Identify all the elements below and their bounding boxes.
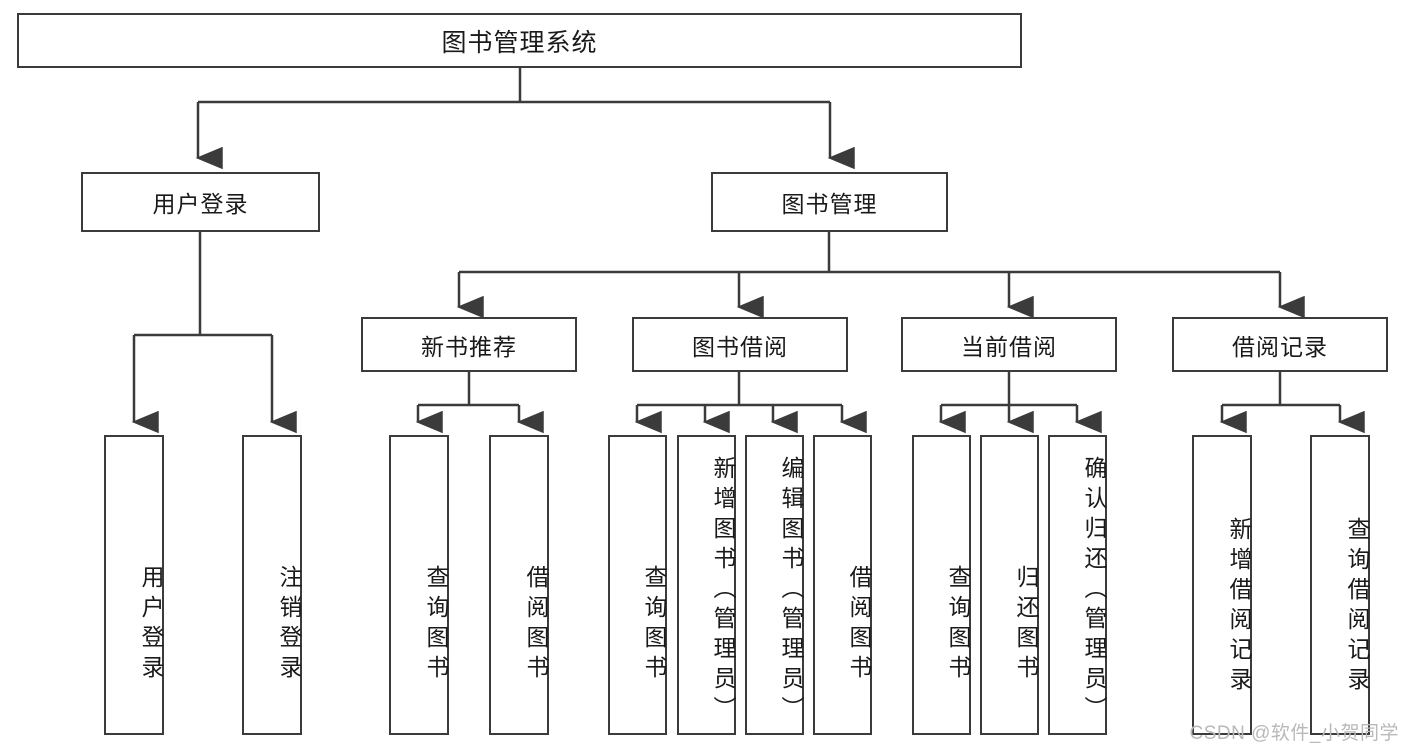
node-current-borrow[interactable]: 当前借阅 — [901, 317, 1117, 372]
node-label: 借阅图书 — [846, 565, 872, 685]
node-label: 新书推荐 — [421, 333, 517, 360]
node-label: 查询图书 — [641, 565, 667, 685]
node-label: 用户登录 — [138, 565, 164, 685]
node-label: 借阅图书 — [523, 565, 549, 685]
leaf-new-book-borrow[interactable]: 借阅图书 — [489, 435, 549, 735]
leaf-user-login-logout[interactable]: 注销登录 — [242, 435, 302, 735]
leaf-borrow-borrow-book[interactable]: 借阅图书 — [813, 435, 872, 735]
node-label: 确认归还（管理员） — [1081, 456, 1107, 726]
node-label: 查询图书 — [423, 565, 449, 685]
node-user-login[interactable]: 用户登录 — [81, 172, 320, 232]
node-label: 编辑图书（管理员） — [778, 456, 804, 726]
leaf-current-confirm-return[interactable]: 确认归还（管理员） — [1048, 435, 1107, 735]
leaf-new-book-query[interactable]: 查询图书 — [389, 435, 449, 735]
leaf-records-query-record[interactable]: 查询借阅记录 — [1310, 435, 1370, 735]
leaf-current-return-book[interactable]: 归还图书 — [980, 435, 1039, 735]
leaf-borrow-query-book[interactable]: 查询图书 — [608, 435, 667, 735]
node-book-management[interactable]: 图书管理 — [711, 172, 948, 232]
node-label: 用户登录 — [152, 191, 249, 217]
node-label: 新增图书（管理员） — [710, 456, 736, 726]
leaf-user-login-login[interactable]: 用户登录 — [104, 435, 164, 735]
node-label: 当前借阅 — [961, 333, 1057, 360]
node-label: 查询图书 — [945, 565, 971, 685]
node-label: 图书管理系统 — [441, 28, 598, 57]
leaf-borrow-add-book[interactable]: 新增图书（管理员） — [677, 435, 736, 735]
leaf-current-query-book[interactable]: 查询图书 — [912, 435, 971, 735]
node-label: 注销登录 — [276, 565, 302, 685]
node-label: 查询借阅记录 — [1344, 517, 1370, 697]
node-borrow-records[interactable]: 借阅记录 — [1172, 317, 1388, 372]
node-label: 图书管理 — [781, 191, 878, 217]
node-root-system[interactable]: 图书管理系统 — [17, 13, 1022, 68]
leaf-records-add-record[interactable]: 新增借阅记录 — [1192, 435, 1252, 735]
node-new-book-recommend[interactable]: 新书推荐 — [361, 317, 577, 372]
node-book-borrow[interactable]: 图书借阅 — [632, 317, 848, 372]
node-label: 归还图书 — [1013, 565, 1039, 685]
node-label: 新增借阅记录 — [1226, 517, 1252, 697]
leaf-borrow-edit-book[interactable]: 编辑图书（管理员） — [745, 435, 804, 735]
node-label: 借阅记录 — [1232, 333, 1328, 360]
node-label: 图书借阅 — [692, 333, 788, 360]
